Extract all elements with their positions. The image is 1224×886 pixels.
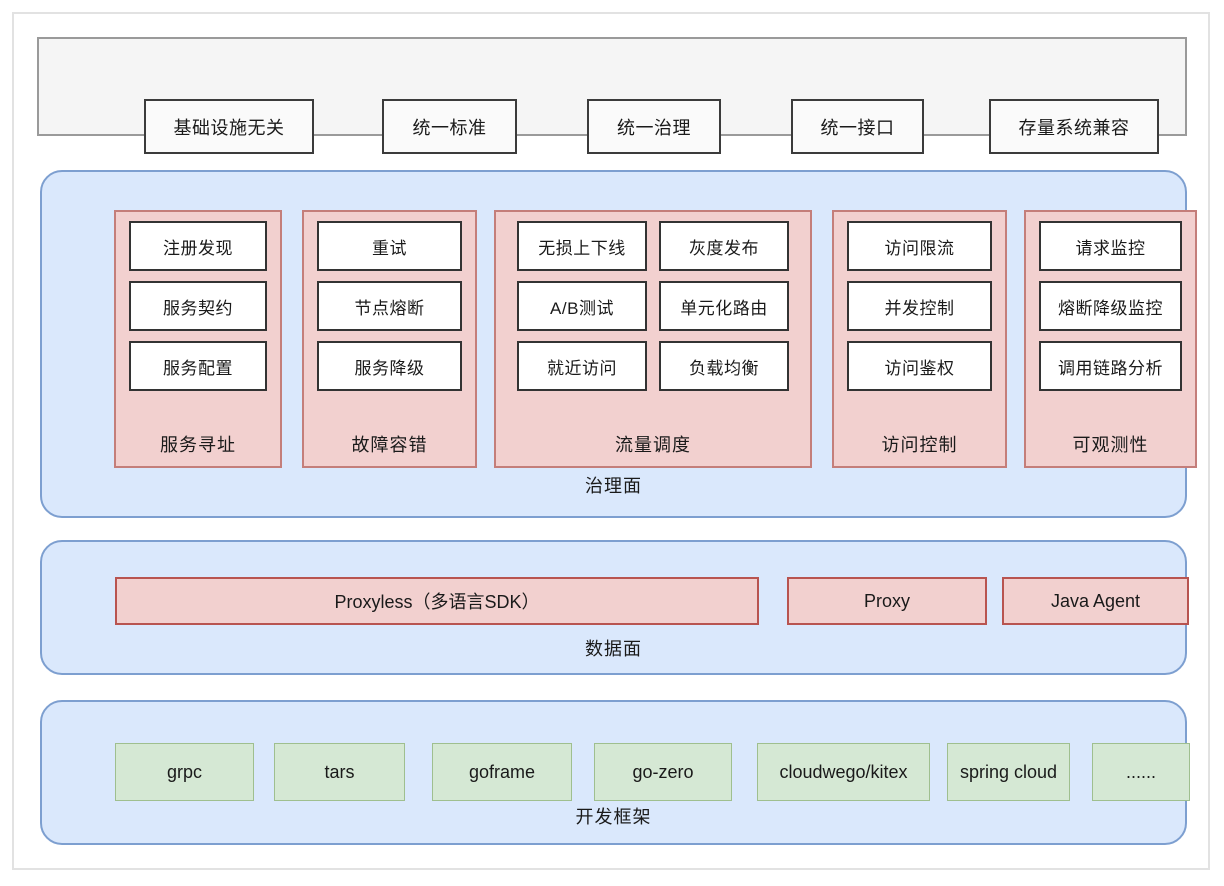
capability-box-1-1[interactable]: 节点熔断 <box>317 281 462 331</box>
design-principles-bar: 基础设施无关 统一标准 统一治理 统一接口 存量系统兼容 <box>37 37 1187 154</box>
capability-grid: 访问限流并发控制访问鉴权 <box>834 221 1005 391</box>
capability-group-label-2: 流量调度 <box>615 435 691 455</box>
data-plane-box-0[interactable]: Proxyless（多语言SDK） <box>115 577 759 625</box>
framework-box-6[interactable]: ...... <box>1092 743 1190 801</box>
capability-box-4-2[interactable]: 调用链路分析 <box>1039 341 1182 391</box>
capability-grid: 无损上下线 灰度发布 A/B测试 单元化路由就近访问 负载均衡 <box>496 221 810 391</box>
framework-box-label: grpc <box>166 761 202 782</box>
capability-group-0: 注册发现服务契约服务配置服务寻址 <box>114 210 282 468</box>
capability-box-2-1[interactable]: 灰度发布 <box>659 221 789 271</box>
capability-group-2: 无损上下线 灰度发布 A/B测试 单元化路由就近访问 负载均衡流量调度 <box>494 210 812 468</box>
capability-label: 服务契约 <box>163 298 233 318</box>
capability-label: 重试 <box>372 238 407 258</box>
principle-label: 统一标准 <box>412 117 487 138</box>
data-plane-box-label: Java Agent <box>1050 590 1141 611</box>
capability-box-1-2[interactable]: 服务降级 <box>317 341 462 391</box>
capability-grid: 重试节点熔断服务降级 <box>304 221 475 391</box>
capability-label: 就近访问 <box>547 358 617 378</box>
capability-label: 服务配置 <box>163 358 233 378</box>
governance-plane-label: 治理面 <box>585 476 642 496</box>
capability-box-0-1[interactable]: 服务契约 <box>129 281 267 331</box>
capability-label: 节点熔断 <box>354 298 425 318</box>
development-framework-plane: 开发框架 grpc tars goframe go-zero cloudwego/kit… <box>40 700 1190 845</box>
capability-box-2-3[interactable]: 单元化路由 <box>659 281 789 331</box>
data-plane-box-1[interactable]: Proxy <box>787 577 987 625</box>
capability-box-3-0[interactable]: 访问限流 <box>847 221 992 271</box>
capability-label: 调用链路分析 <box>1058 358 1163 378</box>
diagram-outer-frame <box>12 12 1210 870</box>
principle-box-0[interactable]: 基础设施无关 <box>144 99 314 154</box>
framework-box-1[interactable]: tars <box>274 743 405 801</box>
capability-label: 服务降级 <box>354 358 425 378</box>
capability-label: 并发控制 <box>884 298 955 318</box>
capability-label: 熔断降级监控 <box>1058 298 1163 318</box>
capability-label: 注册发现 <box>163 238 233 258</box>
capability-label: 请求监控 <box>1075 238 1146 258</box>
principle-label: 统一接口 <box>820 117 895 138</box>
capability-group-label-4: 可观测性 <box>1072 435 1149 455</box>
capability-group-label-3: 访问控制 <box>881 435 958 455</box>
capability-box-1-0[interactable]: 重试 <box>317 221 462 271</box>
data-plane-box-label: Proxyless（多语言SDK） <box>334 592 540 612</box>
capability-box-2-5[interactable]: 负载均衡 <box>659 341 789 391</box>
capability-box-2-4[interactable]: 就近访问 <box>517 341 647 391</box>
principle-box-3[interactable]: 统一接口 <box>791 99 924 154</box>
development-framework-plane-label: 开发框架 <box>575 807 652 827</box>
framework-box-5[interactable]: spring cloud <box>947 743 1070 801</box>
principle-label: 基础设施无关 <box>173 117 285 138</box>
capability-label: 访问限流 <box>884 238 955 258</box>
capability-group-3: 访问限流并发控制访问鉴权访问控制 <box>832 210 1007 468</box>
framework-box-label: go-zero <box>632 761 694 782</box>
capability-label: 单元化路由 <box>680 298 768 318</box>
capability-grid: 注册发现服务契约服务配置 <box>116 221 280 391</box>
principle-box-4[interactable]: 存量系统兼容 <box>989 99 1159 154</box>
data-plane-box-label: Proxy <box>863 590 910 611</box>
capability-label: 无损上下线 <box>538 238 626 258</box>
framework-box-3[interactable]: go-zero <box>594 743 732 801</box>
capability-group-4: 请求监控熔断降级监控调用链路分析可观测性 <box>1024 210 1197 468</box>
data-plane-box-2[interactable]: Java Agent <box>1002 577 1189 625</box>
capability-box-0-0[interactable]: 注册发现 <box>129 221 267 271</box>
framework-box-2[interactable]: goframe <box>432 743 572 801</box>
framework-box-0[interactable]: grpc <box>115 743 254 801</box>
capability-box-3-1[interactable]: 并发控制 <box>847 281 992 331</box>
capability-box-2-2[interactable]: A/B测试 <box>517 281 647 331</box>
data-plane: 数据面 Proxyless（多语言SDK） Proxy Java Agent <box>40 540 1189 675</box>
principle-label: 统一治理 <box>617 117 691 138</box>
framework-box-label: ...... <box>1125 761 1156 782</box>
capability-box-0-2[interactable]: 服务配置 <box>129 341 267 391</box>
capability-group-label-1: 故障容错 <box>351 435 428 455</box>
principle-label: 存量系统兼容 <box>1018 117 1130 138</box>
capability-box-4-0[interactable]: 请求监控 <box>1039 221 1182 271</box>
capability-label: A/B测试 <box>550 298 614 318</box>
governance-plane: 治理面 注册发现服务契约服务配置服务寻址重试节点熔断服务降级故障容错无损上下线灰… <box>40 170 1197 518</box>
framework-box-label: spring cloud <box>959 761 1058 782</box>
framework-box-label: tars <box>324 761 355 782</box>
principle-box-2[interactable]: 统一治理 <box>587 99 721 154</box>
capability-box-2-0[interactable]: 无损上下线 <box>517 221 647 271</box>
principle-box-1[interactable]: 统一标准 <box>382 99 517 154</box>
capability-label: 灰度发布 <box>689 238 759 258</box>
capability-group-1: 重试节点熔断服务降级故障容错 <box>302 210 477 468</box>
framework-box-label: cloudwego/kitex <box>779 761 908 782</box>
framework-box-label: goframe <box>468 761 536 782</box>
framework-box-4[interactable]: cloudwego/kitex <box>757 743 930 801</box>
data-plane-label: 数据面 <box>585 639 642 659</box>
capability-label: 负载均衡 <box>689 358 759 378</box>
capability-group-label-0: 服务寻址 <box>160 435 236 455</box>
capability-grid: 请求监控熔断降级监控调用链路分析 <box>1026 221 1195 391</box>
capability-label: 访问鉴权 <box>884 358 955 378</box>
capability-box-4-1[interactable]: 熔断降级监控 <box>1039 281 1182 331</box>
capability-box-3-2[interactable]: 访问鉴权 <box>847 341 992 391</box>
